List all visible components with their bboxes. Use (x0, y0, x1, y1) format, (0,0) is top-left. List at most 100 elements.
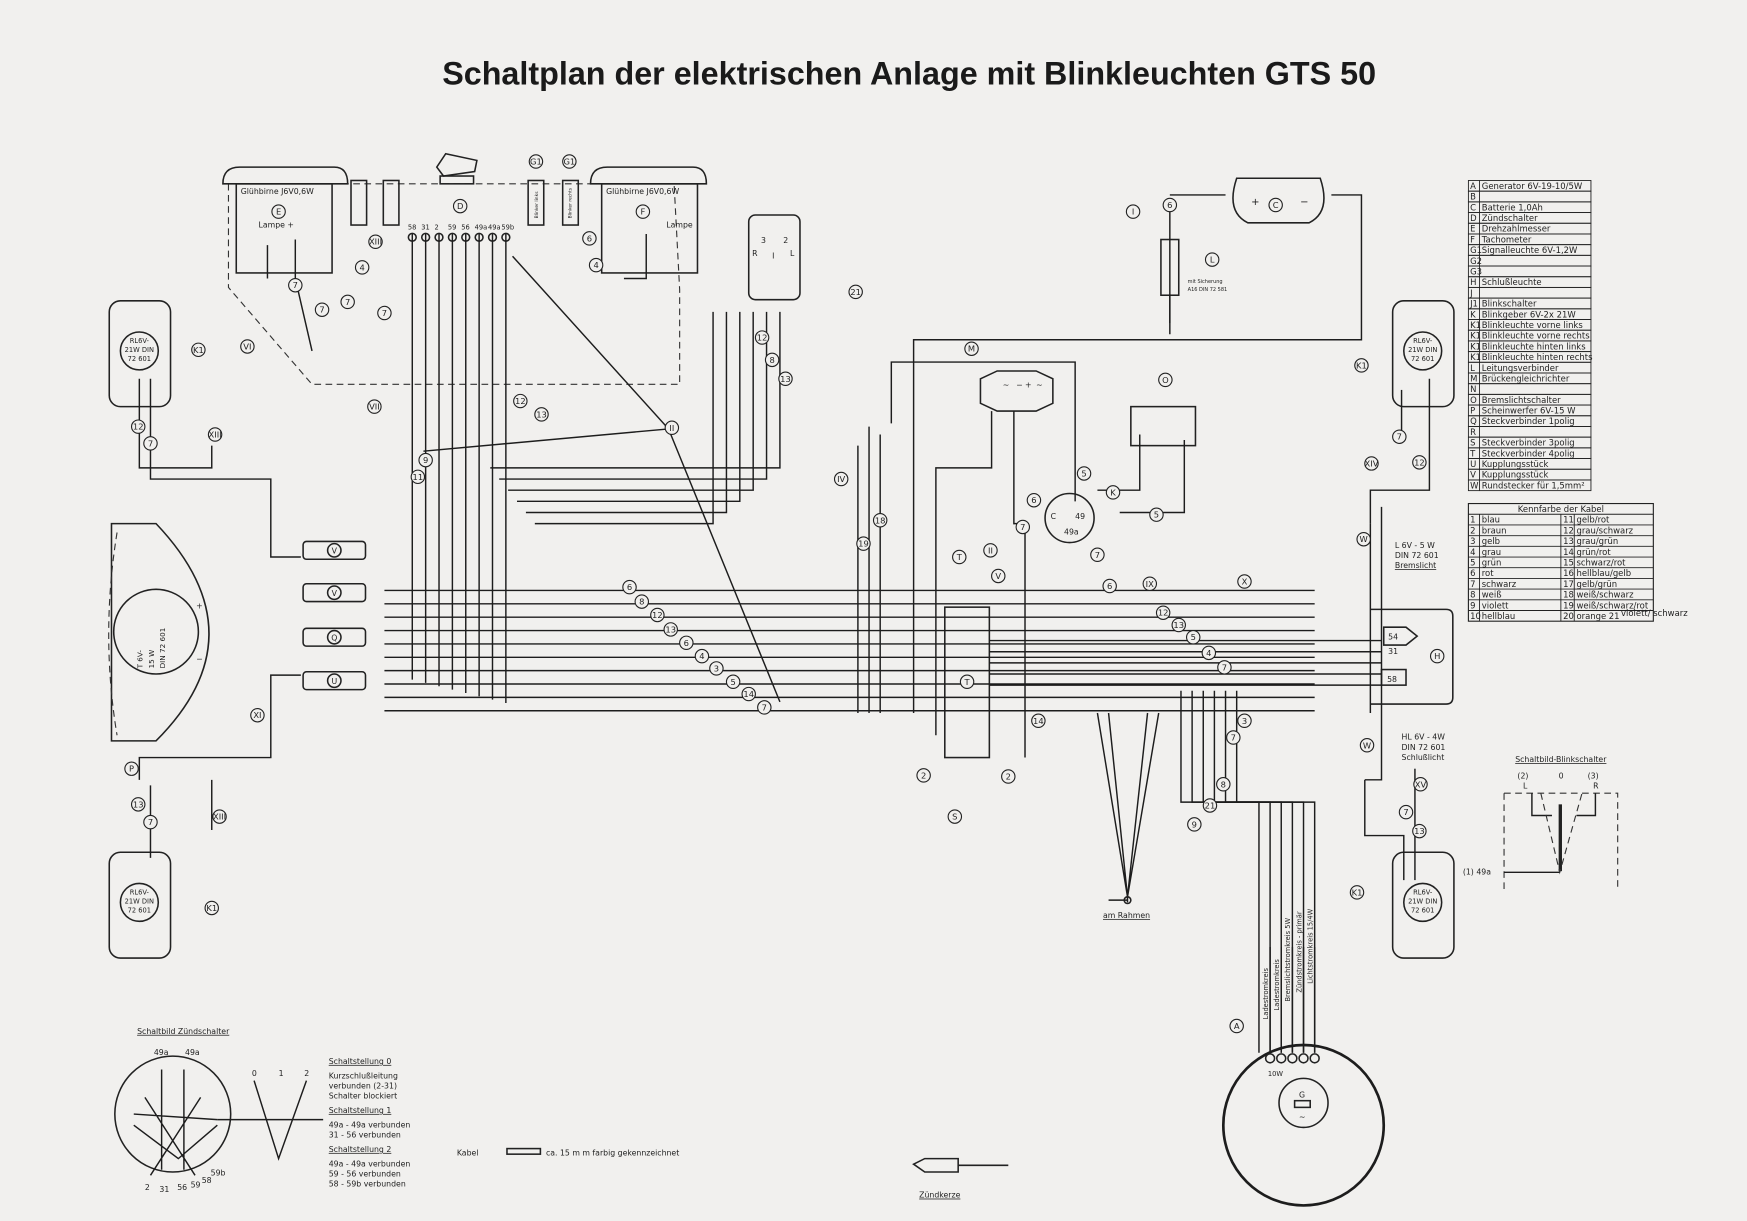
wire-marker: 4 (588, 257, 604, 273)
color-legend-cell: 4 (1470, 547, 1475, 557)
wire-marker: T (959, 674, 975, 690)
bs-center: I (772, 251, 774, 260)
color-legend-cell: 6 (1470, 568, 1475, 578)
is-pos: 1 (279, 1069, 284, 1078)
wire-marker: 2 (1001, 769, 1016, 784)
legend-key: J (1469, 288, 1473, 298)
wire-marker: 6 (1162, 197, 1178, 213)
headlight: T 6V- 15 W DIN 72 601 + − (108, 522, 210, 742)
legend-key: G2 (1470, 256, 1482, 266)
is-pos: 0 (252, 1069, 257, 1078)
battery-minus: − (1300, 197, 1308, 208)
wire-marker: 5 (1076, 466, 1092, 481)
gen-10w: 10W (1268, 1070, 1283, 1078)
wire-marker: P (124, 761, 139, 776)
wire (499, 311, 768, 480)
color-legend-cell: 8 (1470, 590, 1475, 600)
wire-marker: 6 (1026, 492, 1042, 508)
svg-text:I: I (1132, 207, 1134, 217)
brake-light-switch (1130, 405, 1197, 447)
wire-marker: 5 (1185, 629, 1201, 645)
legend-desc: Blinkleuchte vorne rechts (1482, 331, 1590, 341)
svg-text:8: 8 (639, 597, 644, 607)
brake-spec: DIN 72 601 (1395, 551, 1439, 560)
color-legend-cell: weiß (1482, 590, 1502, 600)
generator-circuit-label: Bremslichtstromkreis 5W (1284, 918, 1292, 1002)
color-legend-cell: hellblau/gelb (1576, 568, 1631, 578)
signal-lamp-right-id: G1 (563, 157, 575, 167)
wire (1235, 690, 1316, 1053)
wire-marker: 3 (709, 661, 724, 676)
wire-marker: M (964, 341, 979, 356)
tl-term-58: 58 (1387, 675, 1397, 684)
rectifier: ~ − + ~ (979, 370, 1054, 412)
wire-marker: 7 (340, 294, 355, 310)
svg-text:K1: K1 (1356, 360, 1367, 370)
color-legend-cell: rot (1482, 568, 1494, 578)
color-legend-cell: weiß/schwarz/rot (1576, 600, 1648, 610)
wire (508, 311, 754, 491)
svg-text:XIV: XIV (1365, 458, 1379, 468)
switch-position-line: verbunden (2-31) (329, 1081, 397, 1090)
wire (423, 428, 669, 452)
legend-desc: Schlußleuchte (1482, 277, 1542, 287)
lamp-spec: 72 601 (1411, 906, 1434, 914)
svg-text:14: 14 (743, 689, 754, 699)
bs-side-l: L (790, 249, 795, 258)
wire-marker: 6 (582, 231, 597, 246)
legend-key: T (1469, 448, 1476, 458)
lamp-label-right: Lampe (666, 220, 693, 229)
wire (1364, 506, 1405, 881)
headlight-spec: DIN 72 601 (158, 628, 167, 669)
cable-label: Kabel (457, 1148, 479, 1157)
svg-text:W: W (1360, 534, 1368, 544)
signal-label-left: Blinker links (534, 191, 540, 219)
svg-text:M: M (968, 344, 975, 354)
svg-text:5: 5 (1191, 632, 1196, 642)
color-legend-cell: 21 (1609, 611, 1620, 621)
wire-marker: 13 (1412, 823, 1427, 839)
lamp-spec: RL6V- (1413, 337, 1433, 345)
wire-marker: 7 (314, 302, 330, 317)
svg-text:2: 2 (1006, 771, 1011, 781)
speedometer-bulb-label: Glühbirne J6V0,6W (606, 187, 679, 196)
svg-text:K1: K1 (206, 903, 217, 913)
lamp-label-left: Lampe + (259, 220, 294, 229)
is-top: 49a (154, 1048, 169, 1057)
wire (857, 426, 881, 713)
color-legend-cell: schwarz (1482, 579, 1517, 589)
wire-marker: IV (833, 471, 849, 487)
switch-position-line: 49a - 49a verbunden (329, 1120, 411, 1129)
signal-lamp-left-id: G1 (530, 157, 542, 167)
svg-text:21: 21 (1205, 800, 1216, 810)
legend-desc: Kupplungsstück (1482, 459, 1549, 469)
color-legend-cell: 17 (1563, 579, 1574, 589)
wire-marker: I (1125, 204, 1141, 219)
bs-input: (1) 49a (1463, 868, 1491, 877)
color-legend-cell: gelb (1482, 536, 1500, 546)
legend-desc: Blinkleuchte hinten links (1482, 341, 1586, 351)
legend-desc: Blinkschalter (1482, 299, 1537, 309)
wire-marker: 2 (916, 768, 931, 783)
svg-text:VI: VI (243, 341, 251, 351)
wire-marker: 21 (848, 284, 863, 300)
lamp-spec: 21W DIN (125, 897, 154, 905)
wire (534, 311, 714, 525)
wire-marker: 4 (1201, 645, 1217, 661)
rect-sym: ~ (1003, 381, 1010, 390)
wire-marker: 21 (1202, 798, 1218, 813)
wire-marker: 13 (663, 622, 678, 637)
tail-spec: Schlußlicht (1402, 753, 1445, 762)
svg-text:L: L (1210, 255, 1215, 265)
color-legend-cell: grau/schwarz (1576, 525, 1633, 535)
wire-marker: 7 (1398, 804, 1414, 820)
wire (890, 361, 1076, 502)
battery-id: C (1273, 200, 1279, 210)
wire-marker: VII (367, 399, 382, 414)
color-legend-cell: hellblau (1482, 611, 1516, 621)
legend-desc: Blinkleuchte vorne links (1482, 320, 1583, 330)
legend-desc: Signalleuchte 6V-1,2W (1482, 245, 1578, 255)
wire-marker: 7 (1015, 519, 1031, 535)
coil-term: 49a (1064, 528, 1079, 537)
